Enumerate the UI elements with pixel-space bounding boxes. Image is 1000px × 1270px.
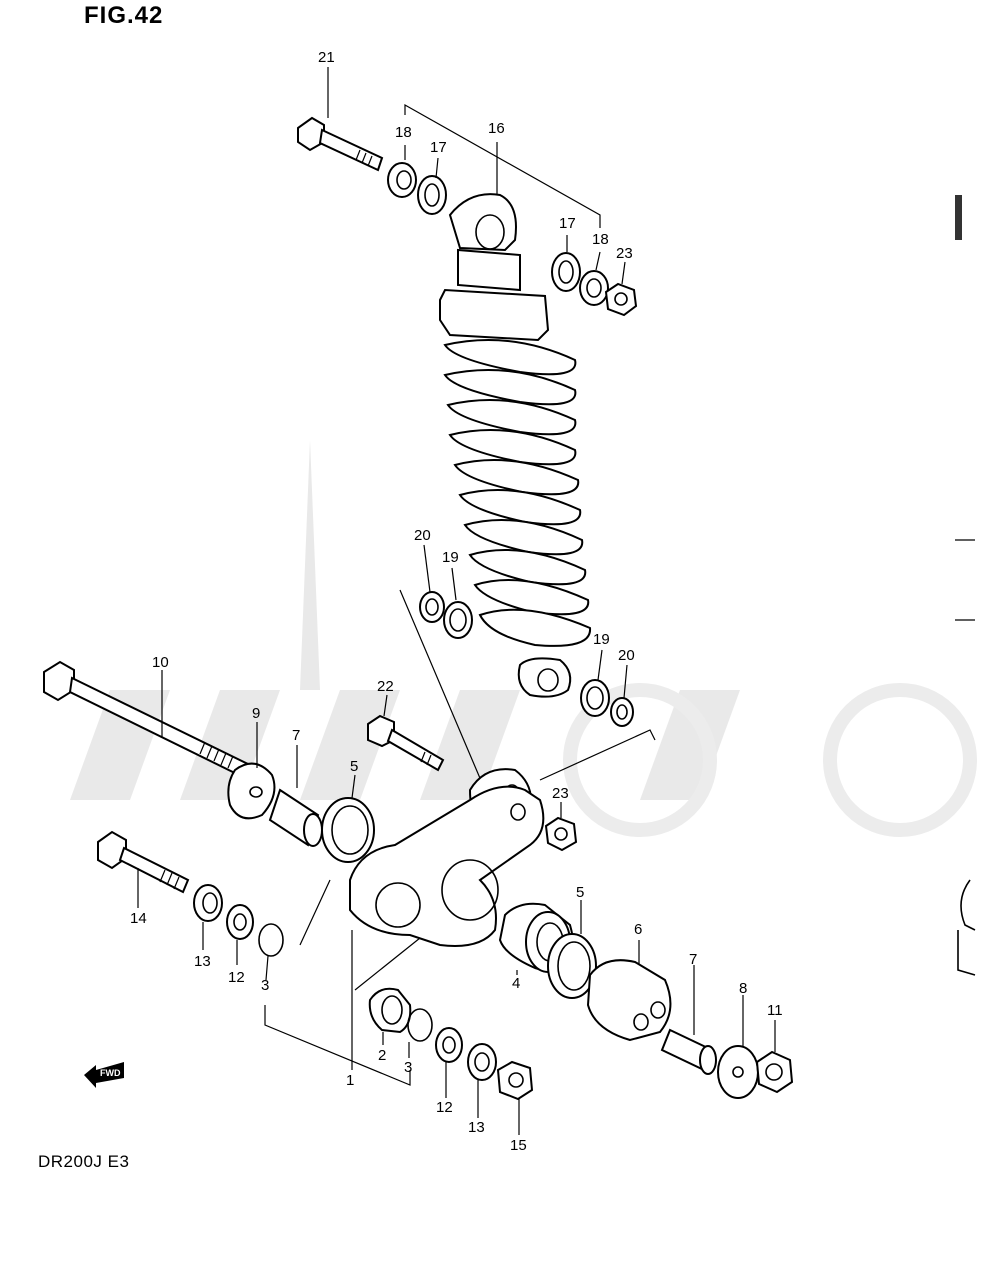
label-2: 2 [378, 1047, 386, 1064]
collar-18-top-left[interactable] [387, 162, 417, 198]
circlip-3-left[interactable] [258, 923, 284, 957]
label-11: 11 [767, 1002, 783, 1019]
label-18-top-right: 18 [592, 231, 609, 248]
nut-15[interactable] [496, 1060, 534, 1101]
label-10: 10 [152, 654, 169, 671]
collar-18-top-right[interactable] [579, 270, 609, 306]
label-22: 22 [377, 678, 394, 695]
bolt-21[interactable] [297, 116, 384, 172]
label-14: 14 [130, 910, 147, 927]
label-5-left: 5 [350, 758, 358, 775]
washer-8[interactable] [717, 1045, 759, 1099]
label-5-right: 5 [576, 884, 584, 901]
bolt-10[interactable] [43, 660, 252, 780]
cushion-lever-1[interactable] [349, 785, 545, 947]
figure-title: FIG.42 [84, 2, 164, 29]
svg-text:FWD: FWD [100, 1068, 121, 1078]
label-13-left: 13 [194, 953, 211, 970]
washer-17-top-left[interactable] [417, 175, 447, 215]
nut-23-lower[interactable] [544, 816, 578, 852]
label-16: 16 [488, 120, 505, 137]
label-17-top-right: 17 [559, 215, 576, 232]
seal-5-right[interactable] [547, 933, 597, 999]
label-15: 15 [510, 1137, 527, 1154]
seal-19-mid-right[interactable] [580, 679, 610, 717]
model-label: DR200J E3 [38, 1152, 130, 1171]
collar-6[interactable] [586, 959, 672, 1042]
label-6: 6 [634, 921, 642, 938]
label-9: 9 [252, 705, 260, 722]
label-21: 21 [318, 49, 335, 66]
bolt-14[interactable] [97, 830, 190, 894]
washer-17-top-right[interactable] [551, 252, 581, 292]
label-12-right: 12 [436, 1099, 453, 1116]
label-13-right: 13 [468, 1119, 485, 1136]
label-3-left: 3 [261, 977, 269, 994]
label-23-top: 23 [616, 245, 633, 262]
edge-marks [955, 195, 976, 976]
label-4: 4 [512, 975, 520, 992]
washer-12-right[interactable] [435, 1027, 463, 1063]
seal-5-left[interactable] [321, 797, 375, 863]
label-23-lower: 23 [552, 785, 569, 802]
spacer-7-right[interactable] [660, 1028, 717, 1075]
label-12-left: 12 [228, 969, 245, 986]
nut-11[interactable] [755, 1050, 794, 1094]
label-20-mid-right: 20 [618, 647, 635, 664]
washer-13-right[interactable] [467, 1043, 497, 1081]
label-7-left: 7 [292, 727, 300, 744]
nut-23-top[interactable] [604, 282, 638, 317]
washer-9[interactable] [227, 762, 276, 820]
leader-lines [264, 67, 656, 1086]
label-7-right: 7 [689, 951, 697, 968]
label-20-mid-left: 20 [414, 527, 431, 544]
washer-13-left[interactable] [193, 884, 223, 922]
label-8: 8 [739, 980, 747, 997]
bearing-2[interactable] [368, 987, 412, 1034]
washer-20-mid-left[interactable] [419, 591, 445, 623]
seal-19-mid-left[interactable] [443, 601, 473, 639]
label-3-right: 3 [404, 1059, 412, 1076]
washer-20-mid-right[interactable] [610, 697, 634, 727]
shock-absorber-16[interactable] [439, 193, 592, 698]
label-19-mid-right: 19 [593, 631, 610, 648]
fwd-arrow-icon: FWD [84, 1062, 124, 1088]
label-19-mid-left: 19 [442, 549, 459, 566]
washer-12-left[interactable] [226, 904, 254, 940]
circlip-3-right[interactable] [407, 1008, 433, 1042]
part-number-labels: 21 18 17 16 17 18 23 20 19 19 20 10 22 9… [130, 49, 783, 1154]
label-17-top-left: 17 [430, 139, 447, 156]
label-18-top-left: 18 [395, 124, 412, 141]
label-ticks [137, 142, 776, 1135]
bolt-22[interactable] [367, 714, 445, 772]
label-1: 1 [346, 1072, 354, 1089]
